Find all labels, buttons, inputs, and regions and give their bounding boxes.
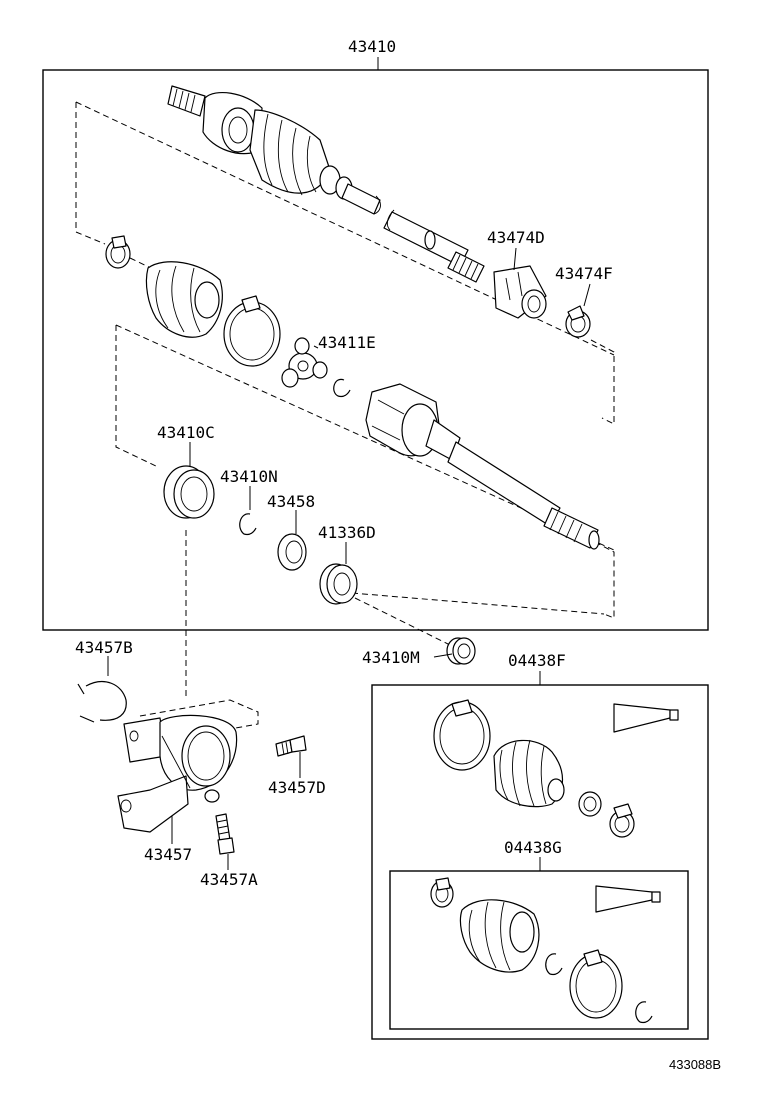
clamp-43474F [565, 305, 591, 338]
drive-shaft-assembly [167, 85, 485, 283]
kit-f-small-clamp [578, 791, 602, 817]
label-04438F: 04438F [508, 651, 566, 670]
tripod-43411E [281, 337, 328, 388]
label-43457B: 43457B [75, 638, 133, 657]
snap-ring [333, 378, 351, 398]
kit-f-grease-tube [613, 703, 679, 733]
label-41336D: 41336D [318, 523, 376, 542]
assembly-box-43410 [42, 69, 709, 631]
dashed-group-inner-cv [115, 325, 159, 468]
label-43410: 43410 [348, 37, 396, 56]
label-43457A: 43457A [200, 870, 258, 889]
label-43410C: 43410C [157, 423, 215, 442]
kit-g-band [569, 949, 623, 1019]
label-43410M: 43410M [362, 648, 420, 667]
label-43457D: 43457D [268, 778, 326, 797]
boot-band [223, 295, 281, 367]
kit-f-band [433, 699, 491, 771]
kit-g-ring [635, 1001, 653, 1024]
bearing-43410C [163, 465, 215, 519]
label-43474F: 43474F [555, 264, 613, 283]
label-04438G: 04438G [504, 838, 562, 857]
bearing-43410M [446, 637, 476, 665]
inner-cv-joint-shaft [365, 383, 600, 550]
kit-g-small-clamp [430, 877, 454, 908]
label-43457: 43457 [144, 845, 192, 864]
kit-g-snap-ring [545, 953, 563, 976]
seal-43458 [277, 533, 307, 571]
figure-number: 433088B [669, 1057, 721, 1072]
label-43410N: 43410N [220, 467, 278, 486]
band-43457B [77, 681, 127, 723]
bolt-43457D [275, 735, 307, 757]
dust-cover-43474D [493, 265, 547, 319]
bracket-43457 [117, 699, 259, 833]
kit-g-grease-tube [595, 885, 661, 913]
dashed-group-outer-cv [75, 102, 106, 245]
label-43474D: 43474D [487, 228, 545, 247]
small-clamp [105, 235, 131, 269]
outer-boot [145, 261, 223, 338]
bolt-43457A [215, 813, 235, 855]
kit-box-04438G [389, 870, 689, 1030]
kit-f-boot [493, 739, 565, 808]
seal-41336D [319, 563, 358, 605]
snap-ring-43410N [239, 513, 257, 536]
kit-f-clamp [609, 803, 635, 838]
kit-g-boot [459, 899, 540, 973]
label-43458: 43458 [267, 492, 315, 511]
label-43411E: 43411E [318, 333, 376, 352]
